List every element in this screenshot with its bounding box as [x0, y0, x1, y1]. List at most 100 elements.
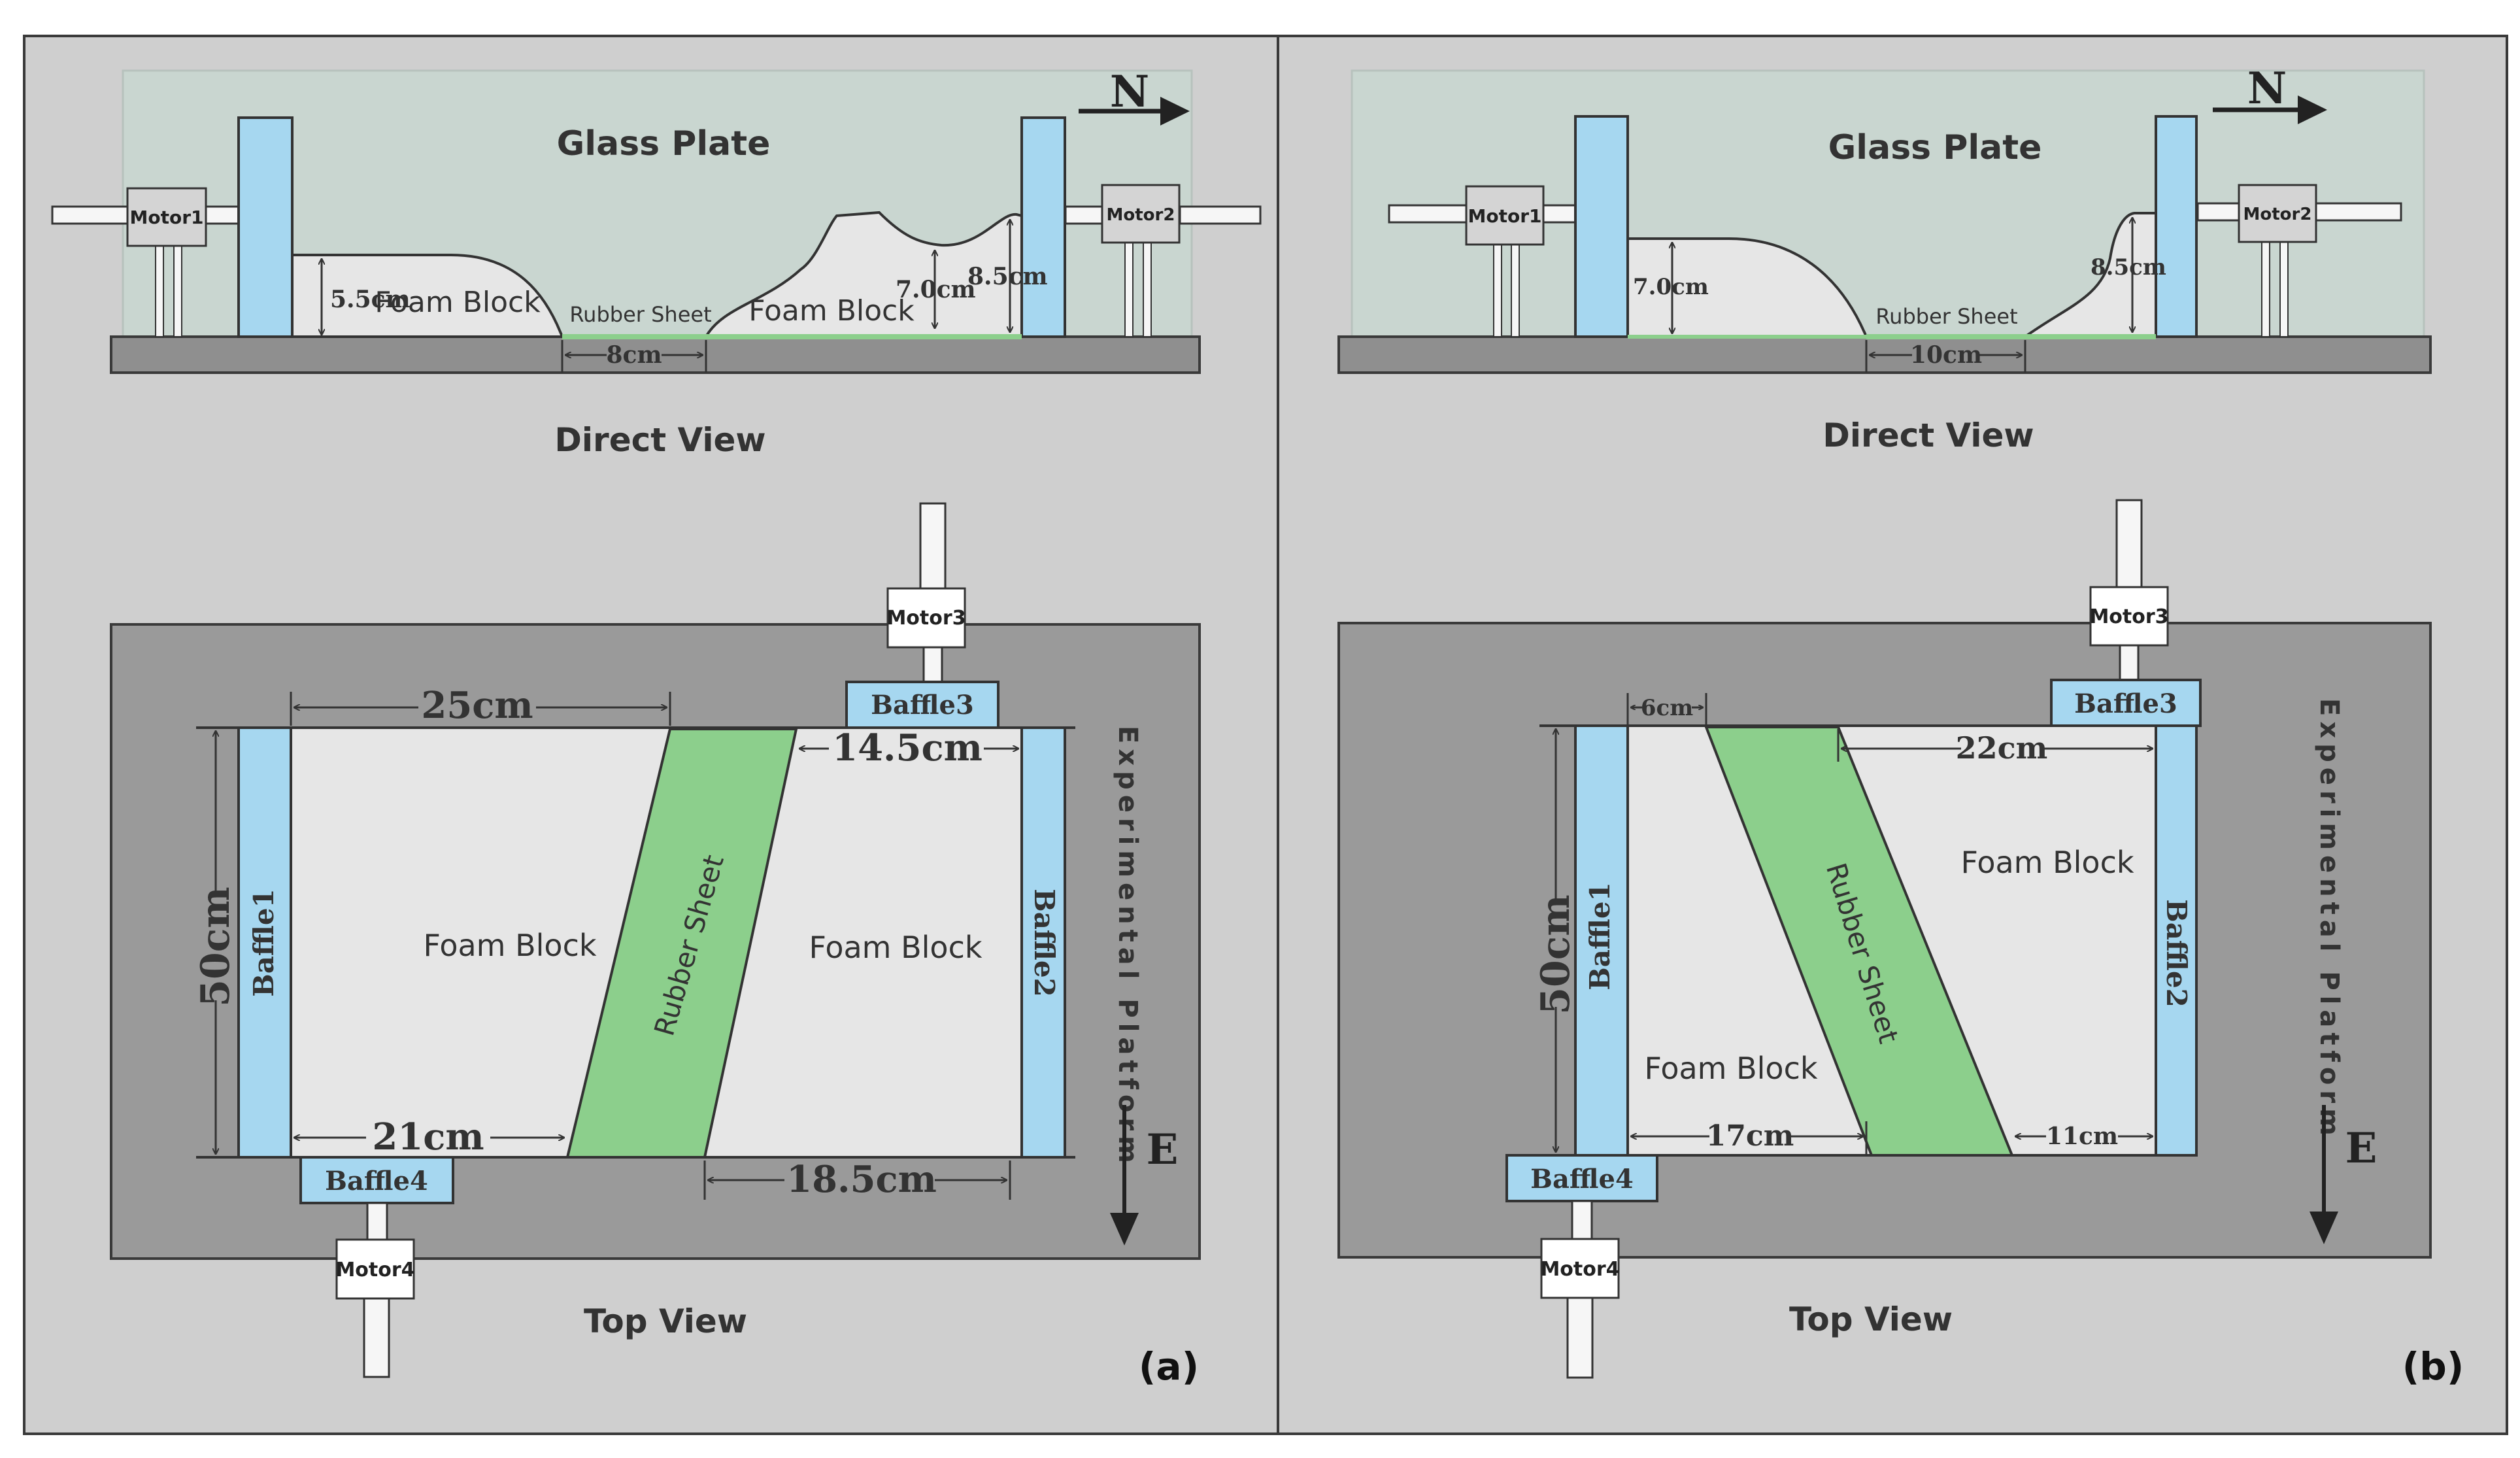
motor2-leg — [2261, 241, 2270, 337]
glass-plate-label: Glass Plate — [1828, 128, 2042, 167]
dim-top-left-label: 25cm — [421, 684, 533, 727]
baffle1-side — [237, 116, 294, 338]
panel-b-tag: (b) — [2402, 1344, 2464, 1389]
experimental-platform-label: Experimental Platform — [1113, 726, 1143, 1168]
motor1-box — [126, 187, 207, 247]
panel-a-tag: (a) — [1139, 1344, 1199, 1389]
baffle3 — [2050, 679, 2202, 727]
direct-view-label: Direct View — [554, 421, 765, 459]
motor3-shaft — [919, 502, 947, 590]
dim-bottom-left-label: 17cm — [1706, 1119, 1794, 1153]
foam-block-left-label: Foam Block — [424, 928, 597, 963]
direct-view-base — [110, 335, 1201, 374]
panel-b-top-view: Baffle1 Baffle2 Rubber Sheet Foam Block … — [1337, 499, 2432, 1379]
motor1-label: Motor1 — [1468, 205, 1541, 227]
baffle1-side — [1574, 115, 1629, 338]
motor2-label: Motor2 — [2243, 205, 2312, 224]
dim-left-height-label: 7.0cm — [1633, 274, 1709, 300]
dim-top-left-label: 6cm — [1641, 695, 1693, 721]
top-view-label: Top View — [584, 1302, 747, 1340]
dim-bottom-right-label: 18.5cm — [786, 1158, 937, 1201]
motor2-rod — [2196, 202, 2241, 222]
rubber-sheet-label: Rubber Sheet — [569, 302, 711, 327]
baffle2-label: Baffle2 — [2160, 899, 2192, 1008]
baffle3-label: Baffle3 — [871, 690, 974, 721]
foam-block-left-profile — [1626, 237, 1869, 338]
motor3-box — [886, 587, 966, 649]
dim-right-inner-label: 7.0cm — [896, 276, 976, 303]
motor4-shaft — [1566, 1297, 1594, 1379]
top-view-label: Top View — [1789, 1300, 1953, 1338]
foam-block-left-label: Foam Block — [375, 286, 541, 319]
panel-b-direct-view: Glass Plate N Motor1 M — [1337, 63, 2432, 454]
foam-block-right-label: Foam Block — [809, 930, 983, 965]
baffle4-label: Baffle4 — [1530, 1164, 1634, 1195]
north-arrow: N — [2213, 63, 2327, 124]
panel-a: Glass Plate N Motor1 — [23, 35, 1279, 1435]
motor1-box — [1465, 185, 1545, 246]
motor3-rod — [922, 646, 943, 683]
motor2-label: Motor2 — [1107, 205, 1175, 225]
baffle1 — [1574, 724, 1629, 1157]
motor3-shaft — [2115, 499, 2143, 590]
baffle1-label: Baffle1 — [1584, 882, 1616, 991]
motor3-rod — [2119, 644, 2140, 681]
motor1-assembly: Motor1 — [51, 187, 243, 337]
east-arrowhead — [2310, 1212, 2338, 1244]
motor2-assembly: Motor2 — [1064, 184, 1262, 337]
north-label: N — [2247, 63, 2287, 114]
baffle2 — [1020, 726, 1066, 1159]
baffle1-label: Baffle1 — [248, 889, 280, 997]
motor4-box — [335, 1238, 415, 1300]
panel-a-direct-view: Glass Plate N Motor1 — [51, 66, 1262, 459]
motor2-box — [2238, 184, 2317, 243]
motor2-leg — [2279, 241, 2289, 337]
motor4-shaft — [363, 1297, 390, 1378]
motor4-rod — [1571, 1200, 1593, 1240]
north-arrow: N — [1079, 66, 1190, 126]
panel-b: Glass Plate N Motor1 M — [1277, 35, 2508, 1435]
dim-bottom-right-label: 11cm — [2046, 1123, 2118, 1150]
baffle3-label: Baffle3 — [2074, 688, 2177, 719]
motor1-leg — [155, 245, 164, 337]
motor1-shaft — [1388, 204, 1468, 224]
experimental-platform-label: Experimental Platform — [2314, 698, 2344, 1141]
motor4-rod — [366, 1202, 388, 1241]
foam-block-lower-label: Foam Block — [1645, 1051, 1818, 1086]
rubber-sheet — [565, 728, 798, 1159]
dim-height-label: 50cm — [193, 887, 239, 1007]
motor1-leg — [1493, 244, 1502, 337]
foam-block-right-label: Foam Block — [748, 294, 915, 328]
motor2-leg — [1143, 242, 1152, 337]
foam-block-right-profile — [2021, 212, 2157, 338]
baffle3 — [845, 681, 1000, 729]
motor4-label: Motor4 — [335, 1259, 414, 1281]
motor2-shaft — [2315, 202, 2402, 222]
baffle4-label: Baffle4 — [325, 1166, 428, 1196]
dim-top-right-label: 14.5cm — [832, 726, 983, 770]
rubber-sheet — [1704, 726, 2014, 1157]
motor4-label: Motor4 — [1540, 1258, 1619, 1281]
north-label: N — [1110, 66, 1149, 117]
glass-plate-label: Glass Plate — [557, 124, 771, 163]
motor2-rod — [1064, 205, 1105, 225]
motor2-assembly: Motor2 — [2196, 184, 2402, 337]
baffle1 — [237, 726, 292, 1159]
baffle2-label: Baffle2 — [1028, 889, 1060, 997]
east-arrowhead — [1110, 1213, 1139, 1246]
dim-right-outer-label: 8.5cm — [967, 263, 1048, 290]
motor3-label: Motor3 — [886, 607, 966, 630]
motor3-label: Motor3 — [2089, 605, 2168, 628]
motor3-box — [2089, 586, 2169, 647]
rubber-sheet-label: Rubber Sheet — [1875, 304, 2017, 329]
foam-block-right-profile — [703, 211, 1023, 338]
motor1-assembly: Motor1 — [1388, 185, 1581, 337]
dim-gap-label: 8cm — [606, 341, 662, 369]
foam-block-upper-label: Foam Block — [1961, 845, 2134, 880]
motor1-leg — [1511, 244, 1520, 337]
motor1-rod — [1540, 204, 1581, 224]
panel-a-top-view: Baffle1 Baffle2 Rubber Sheet Foam Block … — [110, 502, 1201, 1378]
dim-gap-label: 10cm — [1910, 341, 1982, 369]
baffle2-side — [2155, 115, 2198, 338]
